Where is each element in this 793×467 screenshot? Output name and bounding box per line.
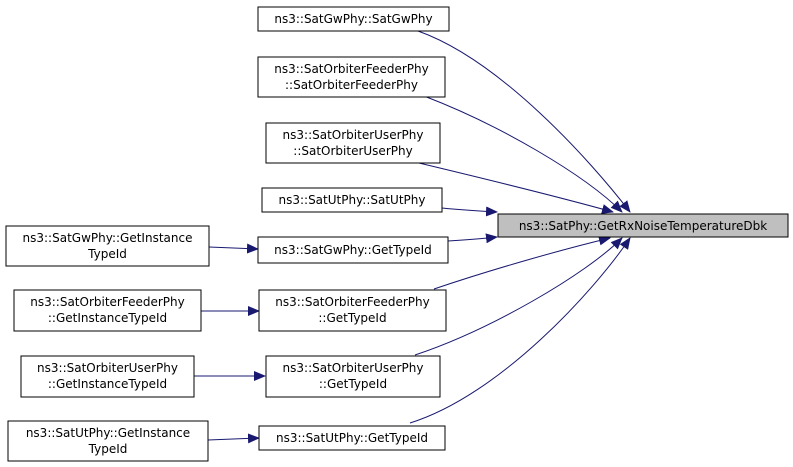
node-label-line1: ns3::SatOrbiterFeederPhy (275, 295, 430, 309)
edge-satutphy-ctor (441, 206, 498, 217)
node-label-line1: ns3::SatOrbiterUserPhy (283, 128, 424, 142)
caller-node-satorbiterfeederphy-ctor[interactable]: ns3::SatOrbiterFeederPhy ::SatOrbiterFee… (257, 56, 446, 98)
edge-satorbiterfeederphy-gettypeid (433, 235, 611, 290)
edge-satgwphy-gettypeid (447, 233, 498, 244)
caller-node-satutphy-gettypeid[interactable]: ns3::SatUtPhy::GetTypeId (258, 425, 446, 451)
node-label-line2: ::SatOrbiterFeederPhy (285, 78, 418, 92)
node-label-line2: ::GetTypeId (318, 311, 386, 325)
second-caller-node-satutphy-getinstancetypeid[interactable]: ns3::SatUtPhy::GetInstance TypeId (7, 420, 209, 462)
node-label-line1: ns3::SatUtPhy::GetInstance (26, 426, 190, 440)
target-node-label: ns3::SatPhy::GetRxNoiseTemperatureDbk (519, 219, 767, 233)
edge-satutphy-getinstancetypeid (207, 433, 260, 444)
node-label-line2: ::GetTypeId (319, 377, 387, 391)
edge-satorbiteruserphy-ctor (418, 162, 614, 214)
edges (194, 30, 631, 444)
node-label-line1: ns3::SatGwPhy::GetInstance (23, 231, 193, 245)
caller-node-satgwphy-gettypeid[interactable]: ns3::SatGwPhy::GetTypeId (257, 236, 449, 264)
node-label: ns3::SatGwPhy::SatGwPhy (274, 12, 432, 26)
edge-satorbiterfeederphy-ctor (423, 95, 623, 213)
target-node[interactable]: ns3::SatPhy::GetRxNoiseTemperatureDbk (497, 213, 789, 238)
caller-node-satgwphy-ctor[interactable]: ns3::SatGwPhy::SatGwPhy (257, 6, 450, 32)
caller-node-satorbiteruserphy-gettypeid[interactable]: ns3::SatOrbiterUserPhy ::GetTypeId (265, 355, 441, 398)
node-label: ns3::SatUtPhy::GetTypeId (276, 431, 428, 445)
node-label: ns3::SatGwPhy::GetTypeId (274, 243, 432, 257)
node-label-line1: ns3::SatOrbiterUserPhy (37, 361, 178, 375)
node-label-line1: ns3::SatOrbiterFeederPhy (30, 295, 185, 309)
node-label-line1: ns3::SatOrbiterFeederPhy (274, 62, 429, 76)
node-label-line2: ::SatOrbiterUserPhy (293, 144, 412, 158)
caller-node-satorbiterfeederphy-gettypeid[interactable]: ns3::SatOrbiterFeederPhy ::GetTypeId (258, 289, 447, 332)
edge-satgwphy-getinstancetypeid (208, 243, 259, 254)
node-label-line2: ::GetInstanceTypeId (48, 377, 167, 391)
edge-satgwphy-ctor (417, 30, 631, 213)
second-caller-node-satorbiterfeederphy-getinstancetypeid[interactable]: ns3::SatOrbiterFeederPhy ::GetInstanceTy… (13, 289, 202, 332)
caller-node-satutphy-ctor[interactable]: ns3::SatUtPhy::SatUtPhy (261, 187, 443, 213)
edge-satorbiteruserphy-gettypeid (414, 237, 623, 356)
edge-satutphy-gettypeid (409, 237, 631, 424)
node-label-line1: ns3::SatOrbiterUserPhy (283, 361, 424, 375)
node-label-line2: TypeId (88, 442, 128, 456)
caller-node-satorbiteruserphy-ctor[interactable]: ns3::SatOrbiterUserPhy ::SatOrbiterUserP… (265, 122, 441, 164)
second-caller-node-satgwphy-getinstancetypeid[interactable]: ns3::SatGwPhy::GetInstance TypeId (5, 225, 210, 267)
node-label: ns3::SatUtPhy::SatUtPhy (278, 193, 425, 207)
node-label-line2: TypeId (87, 247, 127, 261)
second-caller-node-satorbiteruserphy-getinstancetypeid[interactable]: ns3::SatOrbiterUserPhy ::GetInstanceType… (20, 355, 195, 398)
node-label-line2: ::GetInstanceTypeId (48, 311, 167, 325)
